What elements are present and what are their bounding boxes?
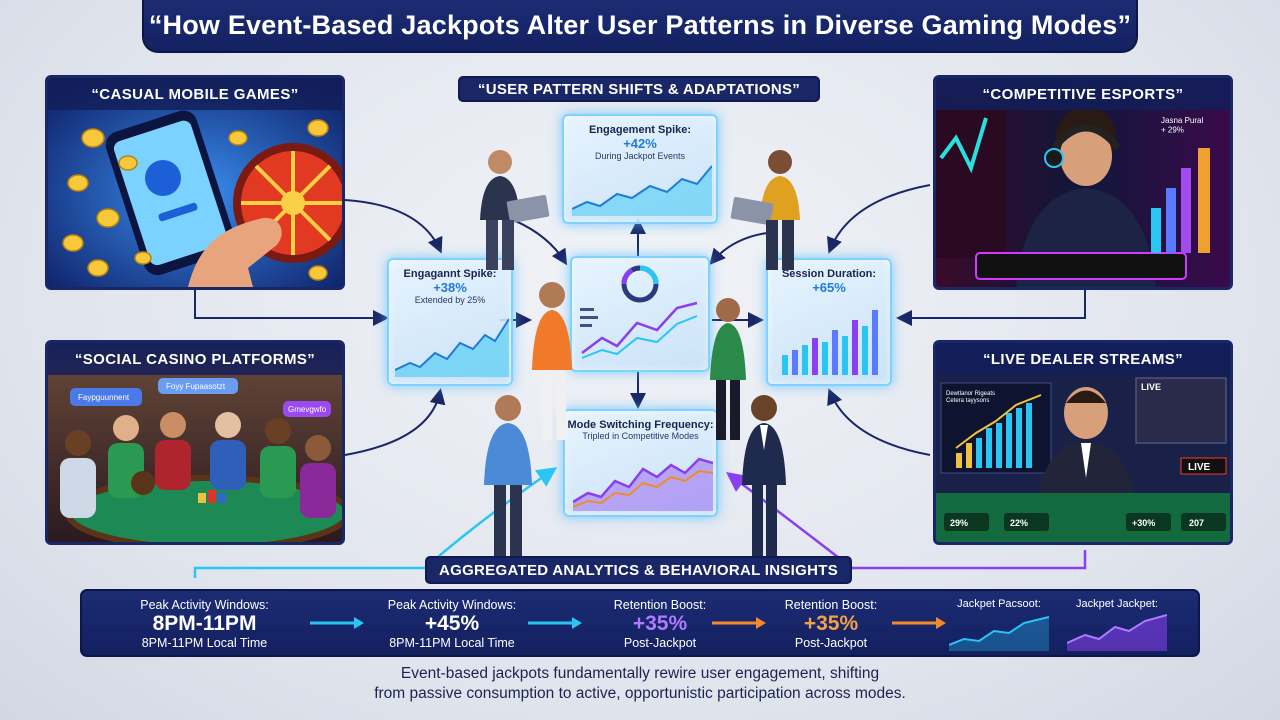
person-mid-left — [532, 282, 572, 440]
metric-2-sub: 8PM-11PM Local Time — [389, 636, 515, 650]
casual-mobile-illustration — [48, 78, 342, 287]
metric-retention-1: Retention Boost: +35% Post-Jackpot — [576, 591, 744, 659]
card-left-title: Engagannt Spike: — [403, 268, 497, 280]
card-engagement-top: Engagement Spike: +42% During Jackpot Ev… — [562, 114, 718, 224]
arrow-esports-to-right — [827, 184, 931, 254]
card-session-duration: Session Duration: +65% — [766, 258, 892, 386]
footer-line-1: Event-based jackpots fundamentally rewir… — [400, 665, 880, 682]
card-mode-switching: Mode Switching Frequency: Tripled in Com… — [563, 409, 718, 517]
card-right-title: Session Duration: — [781, 268, 877, 280]
card-right-value: +65% — [812, 280, 846, 295]
metric-4-sub: Post-Jackpot — [794, 636, 868, 650]
metric-6-chart — [1067, 614, 1167, 651]
arrow-live-to-right — [827, 388, 931, 456]
metric-peak-window: Peak Activity Windows: 8PM-11PM 8PM-11PM… — [102, 591, 307, 659]
metric-2-label: Peak Activity Windows: — [387, 598, 517, 612]
metric-4-value: +35% — [803, 612, 859, 635]
metric-6-label: Jackpet Jackpet: — [1076, 598, 1158, 610]
metric-peak-increase: Peak Activity Windows: +45% 8PM-11PM Loc… — [352, 591, 552, 659]
card-engagement-left: Engagannt Spike: +38% Extended by 25% — [387, 258, 513, 386]
dealer-figure — [1036, 387, 1136, 503]
live-stat-2: 22% — [1010, 518, 1028, 528]
person-mid-right — [710, 298, 746, 440]
analytics-heading: AGGREGATED ANALYTICS & BEHAVIORAL INSIGH… — [425, 556, 852, 584]
panel-label-live: “LIVE DEALER STREAMS” — [936, 343, 1230, 375]
card-top-value: +42% — [623, 136, 657, 151]
person-bottom-right — [742, 395, 786, 560]
card-top-title: Engagement Spike: — [588, 124, 692, 136]
analyst-figures — [480, 150, 800, 560]
metric-5-label: Jackpet Pacsoot: — [957, 598, 1041, 610]
panel-casual-mobile-games: “CASUAL MOBILE GAMES” — [45, 75, 345, 290]
footer-line-2: from passive consumption to active, oppo… — [374, 685, 906, 702]
metric-1-sub: 8PM-11PM Local Time — [141, 636, 268, 650]
arrow-esports-down — [896, 290, 1086, 326]
arrow-right-icon — [712, 617, 766, 629]
metric-3-value: +35% — [632, 612, 688, 635]
card-left-sub: Extended by 25% — [414, 295, 486, 305]
panel-label-esports: “COMPETITIVE ESPORTS” — [936, 78, 1230, 110]
live-stat-1: 29% — [950, 518, 968, 528]
card-bottom-sub: Tripled in Competitive Modes — [582, 431, 699, 441]
person-bottom-left — [484, 395, 532, 560]
card-center-gauge — [570, 256, 710, 372]
card-left-value: +38% — [433, 280, 467, 295]
smartphone-icon — [105, 110, 236, 276]
card-top-sub: During Jackpot Events — [594, 151, 686, 161]
arrow-right-icon — [892, 617, 946, 629]
esports-illustration: Jasna Pural+ 29% — [936, 78, 1230, 287]
page-title: “How Event-Based Jackpots Alter User Pat… — [142, 0, 1138, 53]
card-bottom-chart — [573, 457, 713, 511]
card-left-chart — [395, 318, 509, 377]
panel-social-casino: “SOCIAL CASINO PLATFORMS” Faypguunnent F… — [45, 340, 345, 545]
live-tag-screen: LIVE — [1141, 382, 1161, 392]
card-top-chart — [572, 165, 712, 216]
social-bubble-2: Foyy Fupaasotzt — [166, 382, 226, 391]
social-casino-illustration: Faypguunnent Foyy Fupaasotzt Gmevgwfo — [48, 343, 342, 542]
arrow-social-to-left — [344, 388, 446, 456]
center-heading: “USER PATTERN SHIFTS & ADAPTATIONS” — [458, 76, 820, 102]
center-gauge-chart — [580, 265, 698, 359]
metric-5-chart — [949, 616, 1049, 651]
live-stat-3: +30% — [1132, 518, 1155, 528]
panel-label-casual: “CASUAL MOBILE GAMES” — [48, 78, 342, 110]
arrow-right-icon — [528, 617, 582, 629]
esports-overlay-text: Jasna Pural+ 29% — [1161, 116, 1203, 135]
arrow-casual-to-left-card — [344, 199, 443, 254]
metric-3-sub: Post-Jackpot — [623, 636, 697, 650]
metric-4-label: Retention Boost: — [784, 598, 878, 612]
social-bubble-3: Gmevgwfo — [288, 405, 327, 414]
card-right-chart — [782, 310, 878, 375]
metric-jackpot-2: Jackpet Jackpet: — [1062, 591, 1172, 659]
arrow-right-icon — [310, 617, 364, 629]
metric-1-label: Peak Activity Windows: — [140, 598, 269, 612]
metric-jackpot-1: Jackpet Pacsoot: — [944, 591, 1054, 659]
arrow-casual-to-center — [194, 290, 389, 326]
metric-3-label: Retention Boost: — [613, 598, 707, 612]
card-bottom-title: Mode Switching Frequency: — [567, 419, 714, 431]
person-top-right — [730, 150, 800, 270]
metric-2-value: +45% — [424, 612, 480, 635]
panel-competitive-esports: “COMPETITIVE ESPORTS” Jasna Pural+ 29% — [933, 75, 1233, 290]
metric-retention-2: Retention Boost: +35% Post-Jackpot — [747, 591, 915, 659]
panel-label-social: “SOCIAL CASINO PLATFORMS” — [48, 343, 342, 375]
person-top-left — [480, 150, 550, 270]
metrics-bar: Peak Activity Windows: 8PM-11PM 8PM-11PM… — [80, 589, 1200, 657]
social-bubble-1: Faypguunnent — [78, 393, 130, 402]
metric-1-value: 8PM-11PM — [152, 612, 257, 635]
live-tag-badge: LIVE — [1188, 462, 1211, 473]
footer-summary: Event-based jackpots fundamentally rewir… — [240, 664, 1040, 704]
live-stat-4: 207 — [1189, 518, 1204, 528]
